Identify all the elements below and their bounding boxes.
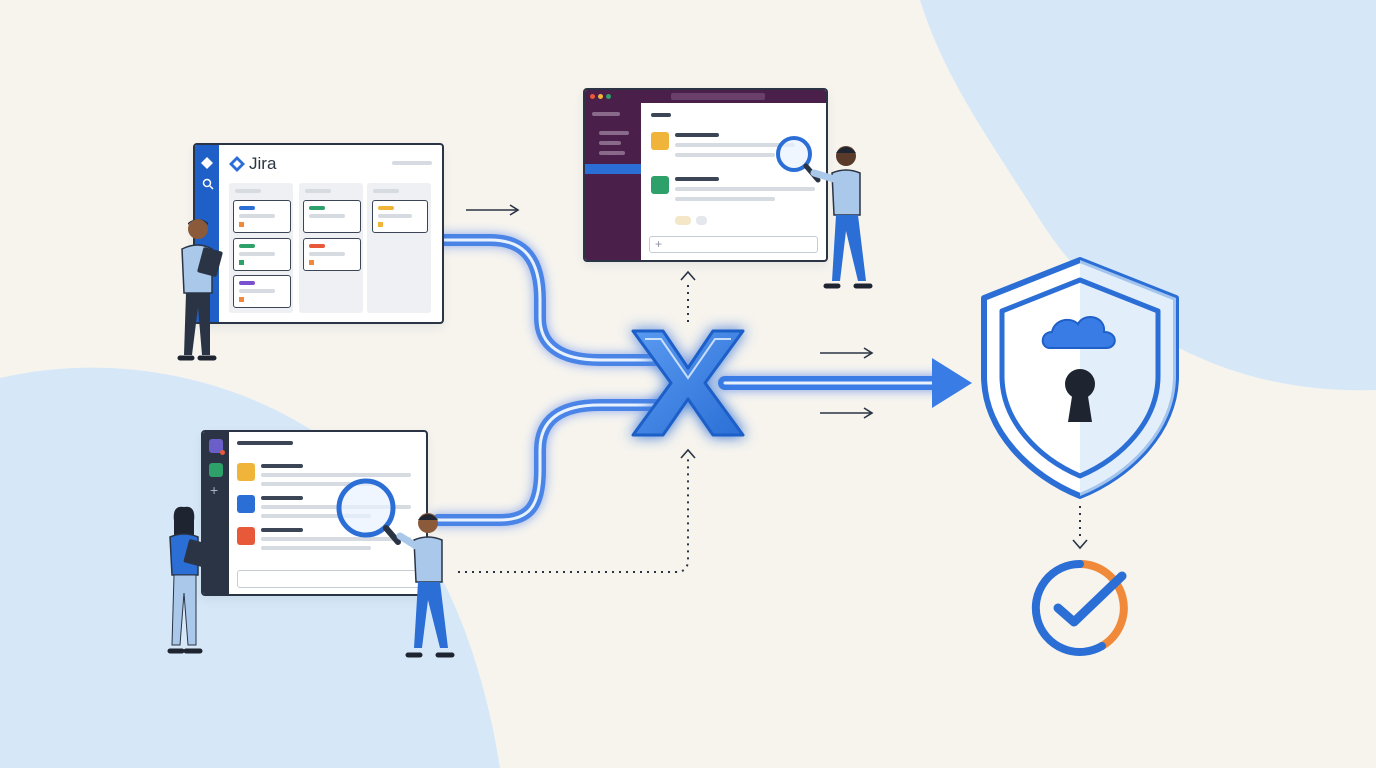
jira-small-logo-icon (201, 157, 213, 169)
avatar (651, 176, 669, 194)
x-connector-icon (631, 329, 745, 437)
board-card[interactable] (233, 238, 291, 271)
board-card[interactable] (303, 200, 361, 233)
cloud-icon (1041, 316, 1116, 349)
workspace-icon[interactable] (209, 463, 223, 477)
shield-icon (981, 257, 1179, 499)
avatar (237, 463, 255, 481)
reaction-badge[interactable] (696, 216, 707, 225)
board-card[interactable] (233, 275, 291, 308)
person-with-tablet (177, 219, 223, 361)
reaction-badge[interactable] (675, 216, 691, 225)
sidebar-selected-item[interactable] (585, 164, 641, 174)
avatar (237, 495, 255, 513)
avatar (237, 527, 255, 545)
search-icon[interactable] (202, 178, 214, 190)
message-input[interactable] (649, 236, 818, 253)
chat-window-top: + (583, 88, 828, 262)
jira-window: Jira (193, 143, 444, 324)
board-card[interactable] (372, 200, 428, 233)
keyhole-icon (1065, 369, 1095, 422)
plus-icon[interactable]: + (655, 237, 663, 251)
person-pointing (810, 146, 873, 289)
flow-arrow-head (932, 358, 972, 408)
jira-logo-icon (229, 156, 245, 172)
arrow-right-icon (466, 204, 520, 216)
magnifier-icon (336, 478, 401, 545)
chat-sidebar (203, 432, 229, 594)
arrow-right-icon (820, 347, 874, 359)
header-placeholder (392, 161, 432, 165)
board-card[interactable] (233, 200, 291, 233)
check-circle-icon (1031, 559, 1128, 656)
app-title: Jira (249, 154, 277, 173)
plus-icon[interactable]: + (210, 482, 219, 498)
person-with-magnifier (396, 513, 455, 658)
workspace-icon[interactable] (209, 439, 223, 453)
arrow-right-icon (820, 407, 874, 419)
woman-with-tablet (167, 506, 209, 654)
avatar (651, 132, 669, 150)
chat-sidebar (585, 103, 641, 260)
message-input[interactable] (237, 570, 421, 588)
board-card[interactable] (303, 238, 361, 271)
